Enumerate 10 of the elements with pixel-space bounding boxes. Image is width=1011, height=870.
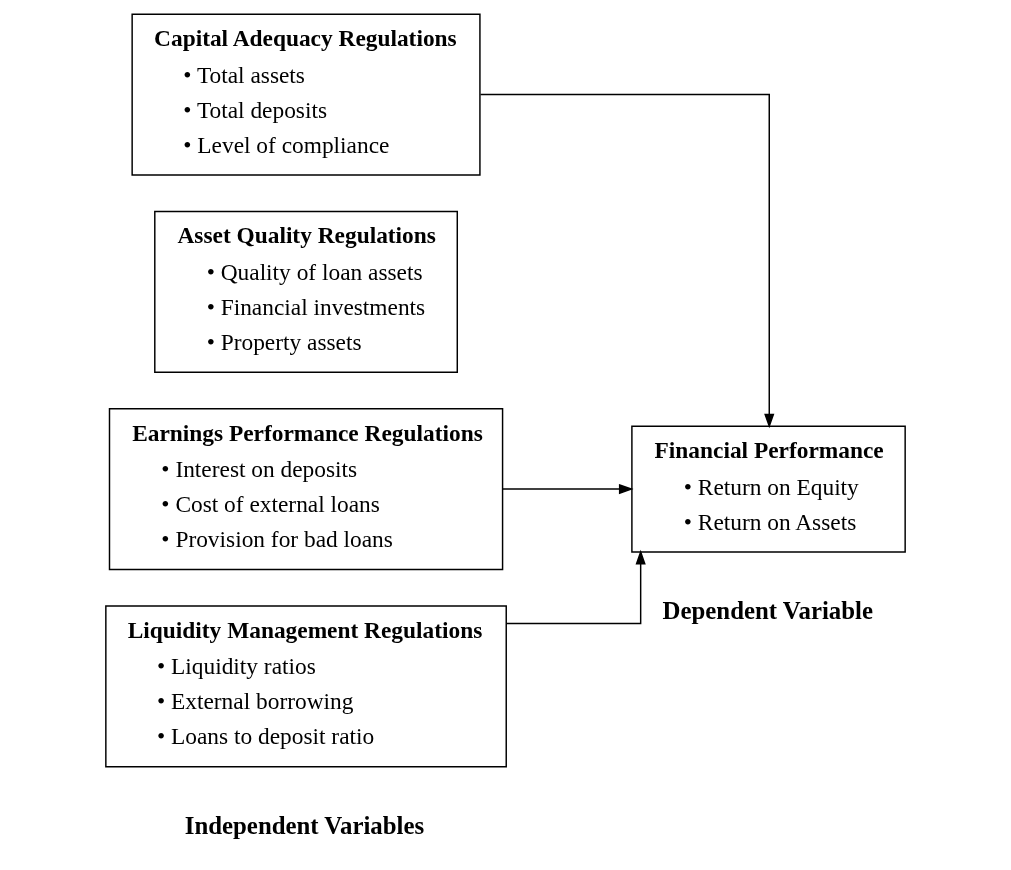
arrow (479, 93, 775, 429)
arrow (505, 549, 646, 625)
arrow (502, 483, 634, 495)
label: Independent Variables (184, 812, 425, 840)
node-box: Liquidity Management Regulations • Liquidity ratios • External borrowing • Loans to deposit ratio (105, 605, 507, 768)
label: Dependent Variable (662, 597, 873, 625)
node-box: Capital Adequacy Regulations • Total assets • Total deposits • Level of compliance (131, 13, 481, 176)
node-box: Financial Performance • Return on Equity • Return on Assets (631, 425, 906, 553)
node-box: Earnings Performance Regulations • Interest on deposits • Cost of external loans • Provision for bad loans (108, 407, 504, 571)
node-box: Asset Quality Regulations • Quality of loan assets • Financial investments • Property assets (154, 210, 458, 373)
